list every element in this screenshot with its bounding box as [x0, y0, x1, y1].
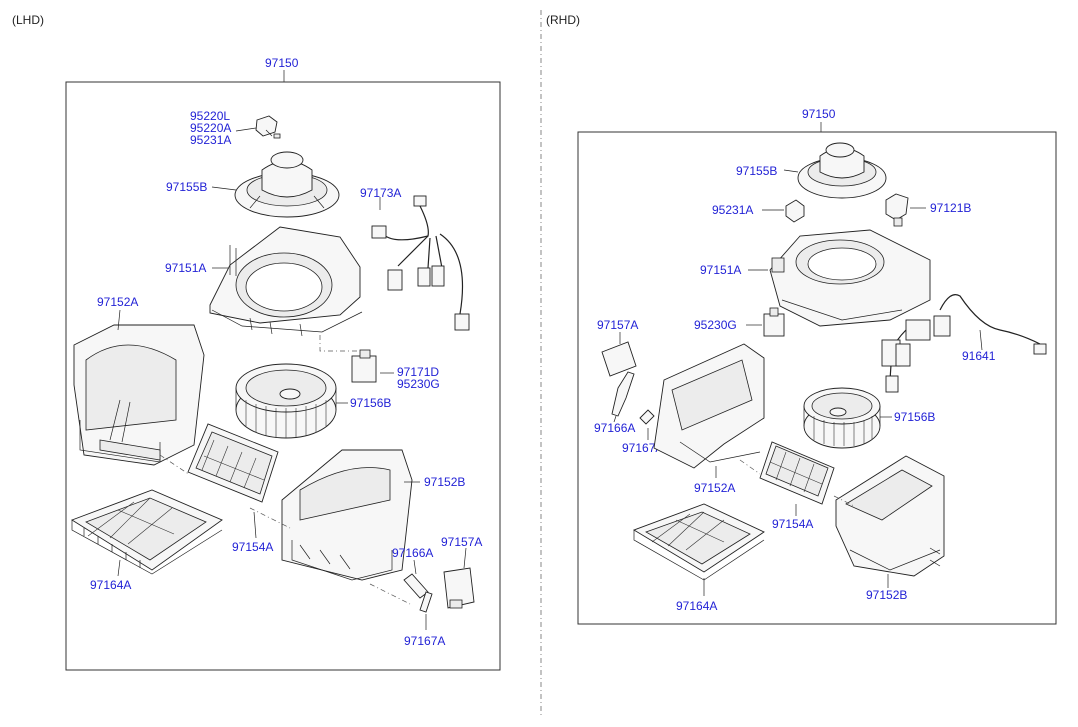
- rhd-header: (RHD): [546, 13, 580, 27]
- rhd-resistor-part: [763, 307, 785, 337]
- lhd-label-97173a[interactable]: 97173A: [360, 186, 401, 200]
- lhd-label-97157a[interactable]: 97157A: [441, 535, 482, 549]
- lhd-label-97156b[interactable]: 97156B: [350, 396, 391, 410]
- lhd-upper-case-part: [209, 226, 363, 337]
- lhd-right-case-part: [281, 449, 413, 581]
- rhd-blower-motor-part: [797, 142, 887, 199]
- lhd-header: (LHD): [12, 13, 44, 27]
- lhd-label-97167a[interactable]: 97167A: [404, 634, 445, 648]
- rhd-label-97166a[interactable]: 97166A: [594, 421, 635, 435]
- rhd-label-95231a[interactable]: 95231A: [712, 203, 753, 217]
- lhd-panel: 97150 95220L 95220A 95231A 97155B: [65, 56, 501, 671]
- lhd-blower-fan-part: [235, 363, 337, 439]
- rhd-upper-case-part: [769, 229, 931, 327]
- rhd-label-97154a[interactable]: 97154A: [772, 517, 813, 531]
- rhd-label-97167a[interactable]: 97167A: [622, 441, 663, 455]
- lhd-label-97151a[interactable]: 97151A: [165, 261, 206, 275]
- rhd-label-97156b[interactable]: 97156B: [894, 410, 935, 424]
- rhd-label-97151a[interactable]: 97151A: [700, 263, 741, 277]
- lhd-label-97166a[interactable]: 97166A: [392, 546, 433, 560]
- rhd-label-91641[interactable]: 91641: [962, 349, 996, 363]
- lhd-frame: [65, 81, 501, 671]
- lhd-filter-part: [187, 423, 279, 503]
- rhd-right-case-part: [835, 455, 945, 577]
- rhd-label-97157a[interactable]: 97157A: [597, 318, 638, 332]
- lhd-lever-part: [419, 591, 433, 613]
- rhd-sensor-part: [885, 193, 909, 227]
- rhd-assembly-label[interactable]: 97150: [802, 107, 836, 121]
- lhd-label-95230g[interactable]: 95230G: [397, 377, 440, 391]
- rhd-actuator-part: [601, 341, 637, 377]
- lhd-label-95220a[interactable]: 95220A: [190, 121, 231, 135]
- rhd-label-97121b[interactable]: 97121B: [930, 201, 971, 215]
- rhd-filter-part: [759, 441, 835, 505]
- lhd-label-97164a[interactable]: 97164A: [90, 578, 131, 592]
- lhd-label-97152a[interactable]: 97152A: [97, 295, 138, 309]
- lhd-wiring-harness-part: [371, 195, 470, 331]
- lhd-link-part: [403, 573, 429, 599]
- lhd-label-95220l[interactable]: 95220L: [190, 109, 230, 123]
- lhd-left-case-part: [73, 324, 205, 466]
- lhd-label-97171d[interactable]: 97171D: [397, 365, 439, 379]
- rhd-lever-part: [639, 409, 655, 425]
- lhd-label-97152b[interactable]: 97152B: [424, 475, 465, 489]
- rhd-frame: [577, 131, 1057, 625]
- rhd-left-case-part: [653, 343, 765, 469]
- lhd-filter-housing-part: [70, 489, 223, 575]
- rhd-label-95230g[interactable]: 95230G: [694, 318, 737, 332]
- lhd-actuator-part: [443, 567, 475, 609]
- rhd-label-97152a[interactable]: 97152A: [694, 481, 735, 495]
- lhd-blower-motor-part: [234, 151, 340, 218]
- lhd-resistor-module-part: [351, 349, 377, 383]
- rhd-wiring-harness-part: [881, 294, 1047, 393]
- rhd-label-97152b[interactable]: 97152B: [866, 588, 907, 602]
- lhd-resistor-part: [255, 115, 281, 139]
- lhd-label-97155b[interactable]: 97155B: [166, 180, 207, 194]
- lhd-assembly-label[interactable]: 97150: [265, 56, 299, 70]
- lhd-label-97154a[interactable]: 97154A: [232, 540, 273, 554]
- rhd-label-97164a[interactable]: 97164A: [676, 599, 717, 613]
- lhd-label-95231a[interactable]: 95231A: [190, 133, 231, 147]
- rhd-label-97155b[interactable]: 97155B: [736, 164, 777, 178]
- rhd-panel: 97150 97155B 95231A 97121B: [577, 107, 1057, 625]
- rhd-link-part: [611, 371, 635, 417]
- rhd-blower-fan-part: [803, 387, 881, 449]
- rhd-connector-part: [785, 199, 805, 223]
- rhd-filter-housing-part: [632, 503, 765, 581]
